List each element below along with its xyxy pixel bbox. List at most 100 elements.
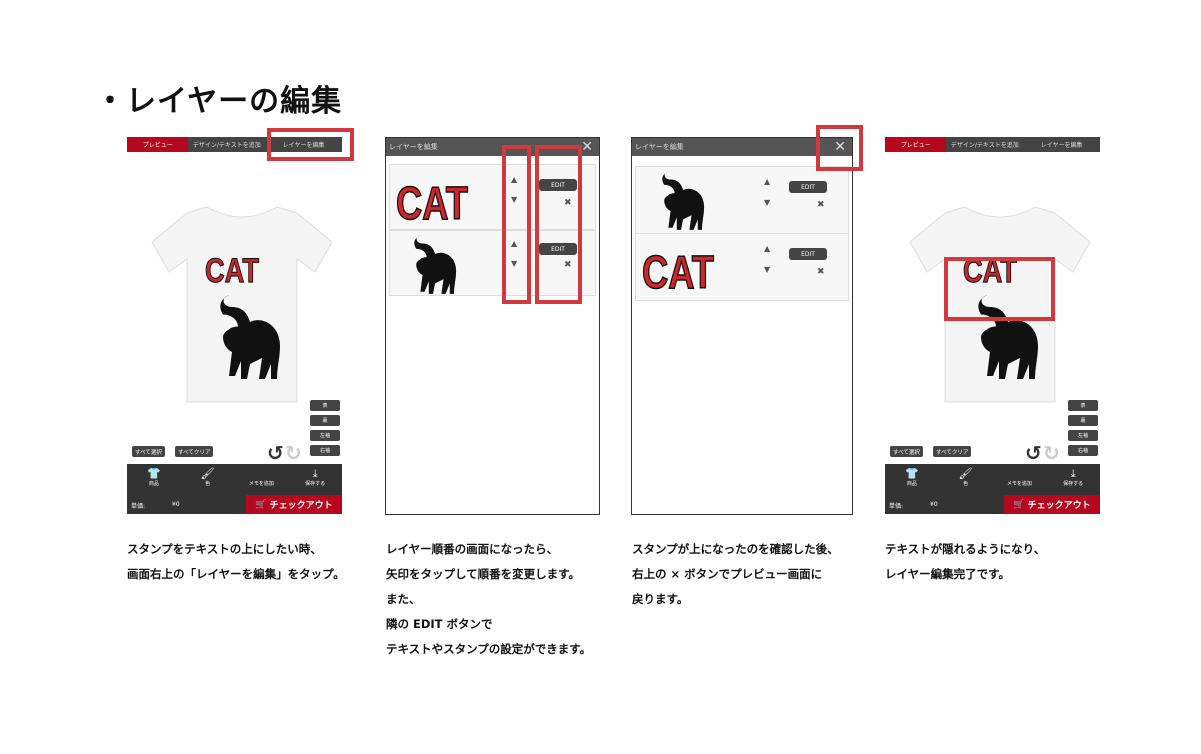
edit-button[interactable]: EDIT	[539, 243, 577, 255]
paint-icon: 🖌	[200, 467, 215, 480]
tab-preview[interactable]: プレビュー	[127, 137, 189, 152]
memo-button[interactable]: メモを追加	[235, 464, 289, 495]
side-button-front[interactable]: 表	[310, 400, 340, 411]
caption-line: 矢印をタップして順番を変更します。	[386, 567, 581, 581]
caption-line: レイヤー順番の画面になったら、	[386, 542, 559, 556]
caption-step-1: スタンプをテキストの上にしたい時、 画面右上の「レイヤーを編集」をタップ。	[127, 537, 345, 587]
close-icon[interactable]: ✕	[581, 139, 593, 155]
cat-stamp	[662, 171, 705, 230]
caption-step-3: スタンプが上になったのを確認した後、 右上の × ボタンでプレビュー画面に 戻り…	[632, 537, 839, 612]
select-all-button[interactable]: すべて選択	[132, 446, 165, 457]
layer-row-stamp: ▲ ▼ EDIT ✖	[389, 230, 596, 296]
delete-icon[interactable]: ✖	[564, 198, 572, 208]
product-button[interactable]: 👕商品	[885, 464, 939, 495]
caption-line: 画面右上の「レイヤーを編集」をタップ。	[127, 567, 345, 581]
delete-icon[interactable]: ✖	[817, 200, 825, 210]
side-button-back[interactable]: 裏	[310, 415, 340, 426]
caption-line: スタンプが上になったのを確認した後、	[632, 542, 839, 556]
cat-stamp	[414, 235, 457, 294]
app-preview-before: プレビュー デザイン/テキストを追加 レイヤーを編集 表 裏 左袖 右袖 すべて…	[127, 137, 342, 514]
move-up-icon[interactable]: ▲	[764, 244, 771, 253]
tab-edit-layers[interactable]: レイヤーを編集	[1040, 142, 1083, 149]
tab-bar: プレビュー デザイン/テキストを追加 レイヤーを編集	[885, 137, 1100, 152]
save-icon: ⤓	[312, 467, 318, 480]
caption-line: レイヤー編集完了です。	[885, 567, 1011, 581]
modal-title: レイヤーを編集	[635, 143, 684, 151]
caption-line: テキストが隠れるようになり、	[885, 542, 1046, 556]
redo-icon[interactable]: ↻	[1043, 441, 1060, 465]
price-value: ¥0	[172, 501, 180, 508]
select-all-button[interactable]: すべて選択	[890, 446, 923, 457]
highlight-edit-buttons	[535, 145, 582, 304]
color-button[interactable]: 🖌色	[181, 464, 235, 495]
cat-text-logo	[641, 245, 715, 296]
caption-line: 右上の × ボタンでプレビュー画面に	[632, 567, 823, 581]
cat-text-logo	[395, 176, 469, 227]
edit-button[interactable]: EDIT	[789, 181, 827, 193]
layer-modal-before: レイヤーを編集 ✕ ▲ ▼ EDIT ✖ ▲ ▼ EDIT ✖	[385, 137, 600, 515]
close-icon[interactable]: ✕	[834, 139, 846, 155]
product-button[interactable]: 👕商品	[127, 464, 181, 495]
move-up-icon[interactable]: ▲	[511, 175, 518, 184]
move-up-icon[interactable]: ▲	[764, 177, 771, 186]
undo-icon[interactable]: ↺	[267, 441, 284, 465]
move-down-icon[interactable]: ▼	[511, 195, 518, 204]
highlight-arrows	[502, 145, 531, 304]
cart-icon: 🛒	[1013, 499, 1028, 510]
move-down-icon[interactable]: ▼	[764, 265, 771, 274]
side-button-left-sleeve[interactable]: 左袖	[310, 430, 340, 441]
app-preview-after: プレビュー デザイン/テキストを追加 レイヤーを編集 表 裏 左袖 右袖 すべて…	[885, 137, 1100, 514]
save-icon: ⤓	[1070, 467, 1076, 480]
save-button[interactable]: ⤓保存する	[288, 464, 342, 495]
price-label: 単価:	[131, 503, 146, 510]
highlight-close-button	[816, 125, 863, 171]
caption-line: 戻ります。	[632, 592, 689, 606]
caption-line: 隣の EDIT ボタンで	[386, 617, 493, 631]
color-button[interactable]: 🖌色	[939, 464, 993, 495]
tab-edit-layers[interactable]: レイヤーを編集	[282, 142, 325, 149]
clear-all-button[interactable]: すべてクリア	[175, 446, 214, 457]
highlight-edit-layers-tab	[267, 128, 354, 161]
caption-step-2: レイヤー順番の画面になったら、 矢印をタップして順番を変更します。 また、 隣の…	[386, 537, 591, 662]
delete-icon[interactable]: ✖	[564, 260, 572, 270]
clear-all-button[interactable]: すべてクリア	[933, 446, 972, 457]
layer-row-text: ▲ ▼ EDIT ✖	[389, 164, 596, 230]
checkout-button[interactable]: 🛒 チェックアウト	[246, 495, 342, 514]
memo-icon	[993, 467, 1047, 480]
modal-title: レイヤーを編集	[389, 143, 438, 151]
tab-preview[interactable]: プレビュー	[885, 137, 947, 152]
edit-button[interactable]: EDIT	[539, 179, 577, 191]
checkout-button[interactable]: 🛒 チェックアウト	[1004, 495, 1100, 514]
side-button-right-sleeve[interactable]: 右袖	[310, 445, 340, 456]
save-button[interactable]: ⤓保存する	[1046, 464, 1100, 495]
paint-icon: 🖌	[958, 467, 973, 480]
side-button-right-sleeve[interactable]: 右袖	[1068, 445, 1098, 456]
side-button-left-sleeve[interactable]: 左袖	[1068, 430, 1098, 441]
tshirt-icon: 👕	[147, 467, 161, 480]
tshirt-icon: 👕	[905, 467, 919, 480]
side-button-front[interactable]: 表	[1068, 400, 1098, 411]
move-down-icon[interactable]: ▼	[764, 198, 771, 207]
memo-icon	[235, 467, 289, 480]
memo-button[interactable]: メモを追加	[993, 464, 1047, 495]
delete-icon[interactable]: ✖	[817, 267, 825, 277]
move-up-icon[interactable]: ▲	[511, 239, 518, 248]
tab-add-design[interactable]: デザイン/テキストを追加	[950, 142, 1019, 149]
price-value: ¥0	[930, 501, 938, 508]
caption-line: また、	[386, 592, 421, 606]
layer-row-text: ▲ ▼ EDIT ✖	[635, 233, 849, 301]
tab-bar: プレビュー デザイン/テキストを追加 レイヤーを編集	[127, 137, 342, 152]
highlight-hidden-text	[944, 257, 1055, 321]
caption-line: スタンプをテキストの上にしたい時、	[127, 542, 322, 556]
side-button-back[interactable]: 裏	[1068, 415, 1098, 426]
undo-icon[interactable]: ↺	[1025, 441, 1042, 465]
tab-add-design[interactable]: デザイン/テキストを追加	[192, 142, 261, 149]
price-row: 単価: ¥0 🛒 チェックアウト	[127, 495, 342, 514]
move-down-icon[interactable]: ▼	[511, 259, 518, 268]
edit-button[interactable]: EDIT	[789, 248, 827, 260]
page-title: ・レイヤーの編集	[95, 84, 343, 119]
price-row: 単価: ¥0 🛒 チェックアウト	[885, 495, 1100, 514]
price-label: 単価:	[889, 503, 904, 510]
redo-icon[interactable]: ↻	[285, 441, 302, 465]
caption-step-4: テキストが隠れるようになり、 レイヤー編集完了です。	[885, 537, 1045, 587]
